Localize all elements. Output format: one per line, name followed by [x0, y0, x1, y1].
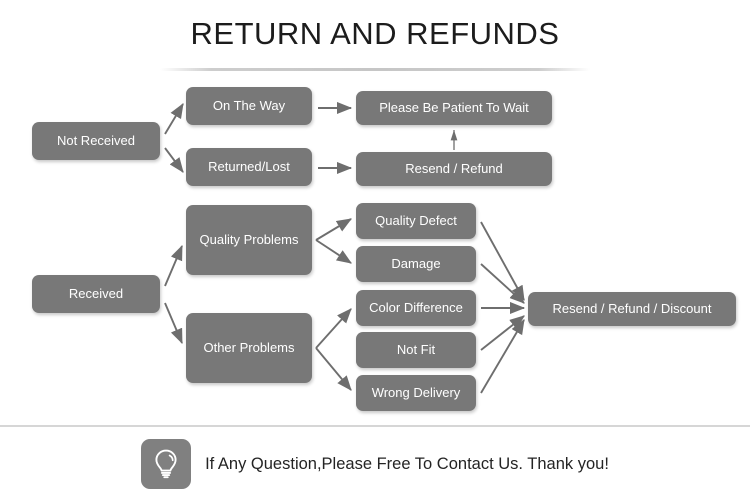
flow-node-label: Resend / Refund / Discount — [552, 301, 712, 317]
footer-divider — [0, 425, 750, 427]
flow-edge-received-to-other-problems — [164, 302, 183, 345]
flow-node-label: Other Problems — [203, 340, 295, 356]
flow-node-label: Color Difference — [369, 300, 463, 316]
title-divider — [160, 68, 590, 71]
flow-node-label: Returned/Lost — [208, 159, 290, 175]
flow-node-damage: Damage — [356, 246, 476, 282]
flow-node-label: Received — [68, 286, 124, 302]
lightbulb-glyph — [155, 449, 177, 479]
page-title: RETURN AND REFUNDS — [190, 16, 560, 51]
flow-node-not-fit: Not Fit — [356, 332, 476, 368]
flow-node-label: Quality Defect — [375, 213, 457, 229]
flow-node-be-patient: Please Be Patient To Wait — [356, 91, 552, 125]
flow-node-received: Received — [32, 275, 160, 313]
flow-edge-quality-defect-to-final-outcome — [480, 221, 525, 301]
flow-node-other-problems: Other Problems — [186, 313, 312, 383]
flow-edge-other-problems-to-wrong-delivery — [315, 347, 352, 391]
footer: If Any Question,Please Free To Contact U… — [0, 436, 750, 492]
flow-node-color-difference: Color Difference — [356, 290, 476, 326]
footer-text: If Any Question,Please Free To Contact U… — [205, 454, 609, 473]
flow-node-resend-refund: Resend / Refund — [356, 152, 552, 186]
flow-node-label: Please Be Patient To Wait — [379, 100, 529, 116]
flow-edge-not-received-to-returned-lost — [164, 147, 184, 173]
flow-node-not-received: Not Received — [32, 122, 160, 160]
flow-node-label: On The Way — [212, 98, 286, 114]
flow-edge-other-problems-to-color-difference — [315, 308, 352, 349]
flow-node-final-outcome: Resend / Refund / Discount — [528, 292, 736, 326]
flow-node-label: Not Received — [56, 133, 136, 149]
flow-edge-received-to-quality-problems — [164, 244, 183, 287]
flow-node-label: Damage — [391, 256, 441, 272]
flow-edge-not-received-to-on-the-way — [164, 103, 184, 135]
flow-edge-damage-to-final-outcome — [480, 263, 525, 304]
lightbulb-icon — [141, 439, 192, 489]
flow-node-label: Resend / Refund — [405, 161, 503, 177]
flow-node-wrong-delivery: Wrong Delivery — [356, 375, 476, 411]
flow-node-returned-lost: Returned/Lost — [186, 148, 312, 186]
flow-node-label: Wrong Delivery — [371, 385, 461, 401]
flow-node-on-the-way: On The Way — [186, 87, 312, 125]
flow-edge-wrong-delivery-to-final-outcome — [480, 319, 525, 394]
flow-edge-quality-problems-to-quality-defect — [315, 218, 352, 241]
flow-node-label: Not Fit — [396, 342, 436, 358]
flow-node-label: Quality Problems — [199, 232, 299, 248]
flow-edge-not-fit-to-final-outcome — [480, 315, 525, 351]
flow-node-quality-defect: Quality Defect — [356, 203, 476, 239]
flow-node-quality-problems: Quality Problems — [186, 205, 312, 275]
flow-edge-quality-problems-to-damage — [315, 239, 352, 264]
